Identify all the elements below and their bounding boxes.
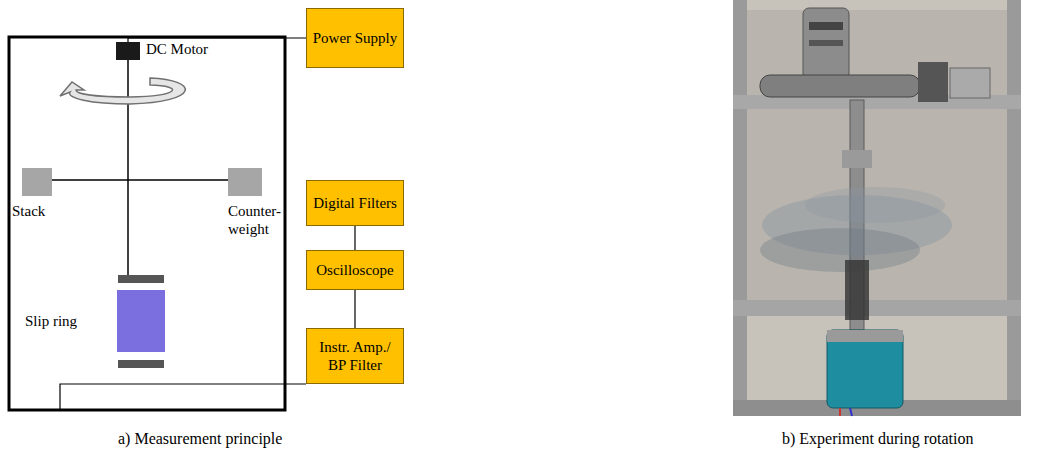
box-label: Oscilloscope	[316, 261, 393, 279]
counterweight-box: Counter- weight	[228, 168, 262, 196]
rotation-arrow	[60, 78, 185, 104]
arm-line	[52, 179, 228, 181]
shaft-line	[127, 60, 129, 276]
box-label: Power Supply	[313, 29, 398, 47]
slip-ring-box: Slip ring	[117, 290, 165, 352]
part-label: Counter- weight	[228, 202, 288, 238]
stack-box: Stack	[22, 168, 52, 196]
process-box: Power Supply	[306, 8, 404, 68]
part-label: Slip ring	[25, 312, 77, 330]
connector-line	[354, 290, 355, 328]
box-label: Instr. Amp./ BP Filter	[311, 338, 399, 374]
caption-label: b) Experiment during rotation	[782, 430, 974, 448]
box-label: Digital Filters	[313, 194, 397, 212]
slip-ring-bar	[118, 275, 164, 283]
signal-wire	[60, 384, 306, 410]
part-label: Stack	[12, 202, 45, 220]
process-box: Instr. Amp./ BP Filter	[306, 328, 404, 384]
caption-label: a) Measurement principle	[118, 430, 282, 448]
part-label: DC Motor	[146, 40, 208, 58]
motor-box: DC Motor	[116, 42, 140, 60]
process-box: Digital Filters	[306, 180, 404, 226]
process-box: Oscilloscope	[306, 250, 404, 290]
slip-ring-bar	[118, 360, 164, 368]
connector-line	[354, 226, 355, 250]
experiment-photo	[733, 0, 1021, 416]
